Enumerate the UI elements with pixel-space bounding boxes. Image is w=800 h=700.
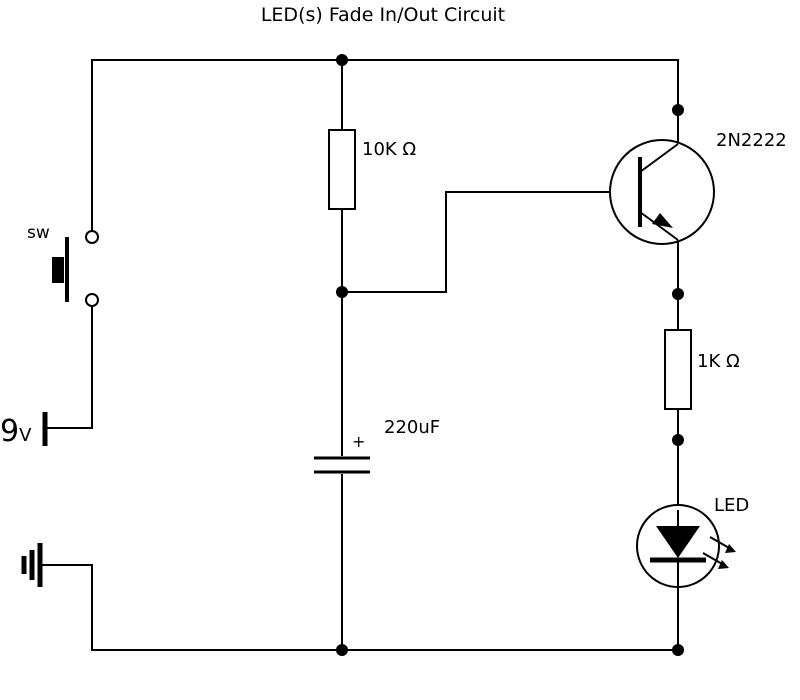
transistor-collector-line	[639, 143, 679, 173]
transistor-envelope	[609, 139, 715, 245]
resistor-1k-label: 1K Ω	[697, 351, 740, 372]
resistor-1k-body	[664, 329, 692, 410]
ground-rail-wire	[40, 564, 679, 651]
switch-button	[52, 257, 64, 283]
switch-to-battery-wire	[45, 302, 93, 429]
switch-contact-bottom	[85, 293, 99, 307]
transistor-label: 2N2222	[716, 130, 787, 151]
led-emission-arrowhead	[725, 544, 736, 553]
switch-label: sw	[27, 223, 50, 243]
capacitor-220uf: + 220uF	[314, 417, 440, 474]
battery-voltage-label: 9V	[0, 414, 32, 449]
push-switch: sw	[27, 223, 99, 307]
led-label: LED	[714, 495, 749, 516]
ground-symbol	[21, 543, 43, 587]
resistor-1k: 1K Ω	[664, 329, 740, 410]
led-light-arrows	[702, 536, 736, 569]
led-emission-arrowhead	[718, 560, 729, 569]
capacitor-polarity-mark: +	[352, 432, 365, 451]
transistor-2n2222: 2N2222	[609, 130, 787, 245]
base-feed-wire	[342, 191, 640, 293]
junction-dots	[336, 54, 684, 656]
led-emission-arrow-line	[702, 552, 725, 566]
resistor-10k-body	[328, 129, 356, 210]
transistor-emitter-arrow	[652, 213, 673, 228]
capacitor-label: 220uF	[384, 417, 440, 438]
junction-dot	[336, 54, 348, 66]
led-emission-arrow-line	[709, 536, 732, 550]
transistor-emitter-line	[639, 211, 679, 241]
junction-dot	[336, 644, 348, 656]
resistor-10k: 10K Ω	[328, 129, 416, 210]
battery-voltage-unit: V	[19, 425, 32, 446]
junction-dot	[336, 286, 348, 298]
battery-9v: 9V	[0, 412, 48, 449]
switch-contact-top	[85, 230, 99, 244]
battery-voltage-value: 9	[0, 414, 19, 449]
junction-dot	[672, 104, 684, 116]
junction-dot	[672, 288, 684, 300]
junction-dot	[672, 434, 684, 446]
wires	[40, 59, 679, 651]
led-component: LED	[636, 495, 749, 588]
junction-dot	[672, 644, 684, 656]
top-rail-wire	[91, 59, 679, 235]
led-diode-triangle	[656, 526, 700, 558]
diagram-title: LED(s) Fade In/Out Circuit	[261, 4, 505, 26]
resistor-10k-label: 10K Ω	[362, 139, 416, 160]
